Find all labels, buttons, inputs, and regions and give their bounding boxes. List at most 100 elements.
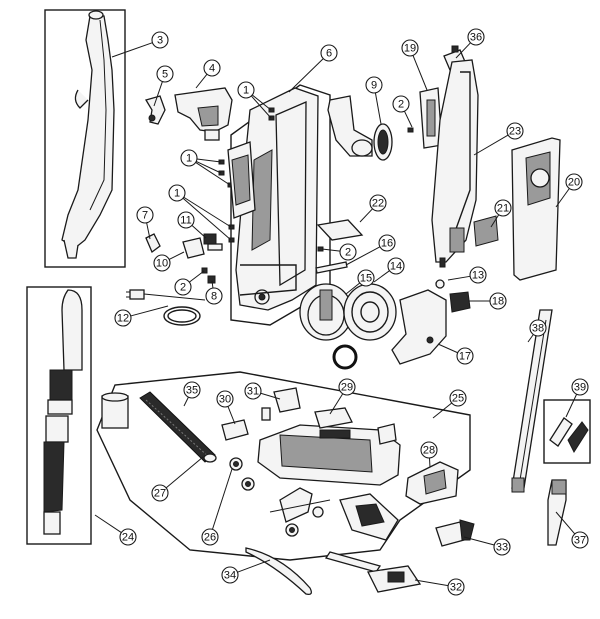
leader-c31-0 [260,392,281,400]
callout-c32: 32 [447,578,465,596]
leader-c1a-1 [250,95,272,119]
part-15-dirt-cup [299,283,353,341]
leader-c27-0 [165,456,204,489]
leader-c34-0 [237,559,271,573]
part-24-hose-assembly [43,289,83,535]
callout-c23: 23 [506,122,524,140]
leader-c20-0 [555,188,570,208]
leader-c2a-0 [404,111,413,128]
callout-c4: 4 [203,59,221,77]
callout-c25: 25 [449,389,467,407]
part-21-filter-pad [473,215,499,247]
callout-circle [369,194,387,212]
part-29-duct [314,407,353,429]
callout-number: 38 [532,323,544,335]
callout-c12: 12 [114,309,132,327]
leader-c32-0 [414,579,449,587]
callout-circle [469,266,487,284]
part-35-flex-hose [139,391,217,463]
callout-c21: 21 [494,199,512,217]
base-group-frame [96,371,471,561]
callout-circle [201,528,219,546]
callout-labels: 1112223456789101112131415161718192021222… [114,28,589,596]
part-hose-cuff [101,392,129,429]
part-4-switch-housing [174,87,233,141]
leader-c28-0 [428,457,431,468]
leader-c29-0 [329,393,344,415]
callout-circle [221,566,239,584]
callout-number: 1 [186,153,192,165]
leader-c1c-1 [182,197,232,241]
leader-c35-0 [183,396,189,407]
callout-c5: 5 [156,65,174,83]
part-5-clip [145,95,166,125]
callout-circle [151,31,169,49]
callout-circle [203,59,221,77]
callout-circle [156,65,174,83]
part-13-knob [435,279,445,289]
leader-c6-0 [288,58,324,93]
leader-c15-0 [345,282,361,295]
callout-c31: 31 [244,382,262,400]
callout-c30: 30 [216,390,234,408]
leader-c7-0 [146,222,151,240]
callout-number: 35 [186,385,198,397]
part-33-agitator-cover [435,519,475,547]
callout-c36: 36 [467,28,485,46]
callout-c2c: 2 [174,278,192,296]
leader-c2c-0 [189,270,205,283]
leader-c16-0 [345,246,381,266]
callout-c27: 27 [151,484,169,502]
callout-number: 21 [497,203,509,215]
callout-c7: 7 [136,206,154,224]
leader-c8-0 [211,280,214,289]
callout-circle [183,381,201,399]
leader-c1b-0 [196,158,222,163]
callout-c29: 29 [338,378,356,396]
callout-c6: 6 [320,44,338,62]
part-16-gasket-strip [315,261,348,274]
callout-circle [114,309,132,327]
part-base-housing [257,424,401,486]
callout-circle [174,278,192,296]
callout-c18: 18 [489,292,507,310]
callout-c26: 26 [201,528,219,546]
part-connector [377,423,397,445]
callout-c19: 19 [401,39,419,57]
callout-number: 29 [341,382,353,394]
part-8-nut [207,275,216,284]
part-cord-bracket [227,141,256,219]
callout-c16: 16 [378,234,396,252]
callout-number: 31 [247,386,259,398]
callout-circle [420,441,438,459]
callout-number: 11 [180,215,191,227]
callout-number: 36 [470,32,482,44]
callout-circle [529,319,547,337]
leader-c11-0 [191,224,207,239]
callout-number: 18 [492,296,504,308]
part-12-power-cord [126,289,206,326]
callout-c13: 13 [469,266,487,284]
leader-c30-0 [227,406,236,425]
leader-c14-0 [373,270,390,283]
callout-circle [216,390,234,408]
callout-circle [357,269,375,287]
callout-circle [177,211,195,229]
callout-c33: 33 [493,538,511,556]
callout-c39: 39 [571,378,589,396]
part-9-filter-ring [373,123,393,161]
leader-c5-0 [153,81,163,107]
part-duct-elbow [327,95,373,157]
leader-c9-0 [374,92,382,125]
callout-number: 37 [574,535,586,547]
callout-circle [449,389,467,407]
part-31-bracket [261,387,301,421]
callout-number: 23 [509,126,521,138]
callout-circle [237,81,255,99]
callout-circle [467,28,485,46]
part-axle-assembly [269,487,331,523]
part-18-release-button [449,291,471,313]
callout-number: 17 [459,351,471,363]
callout-c11: 11 [177,211,195,229]
callout-c15: 15 [357,269,375,287]
